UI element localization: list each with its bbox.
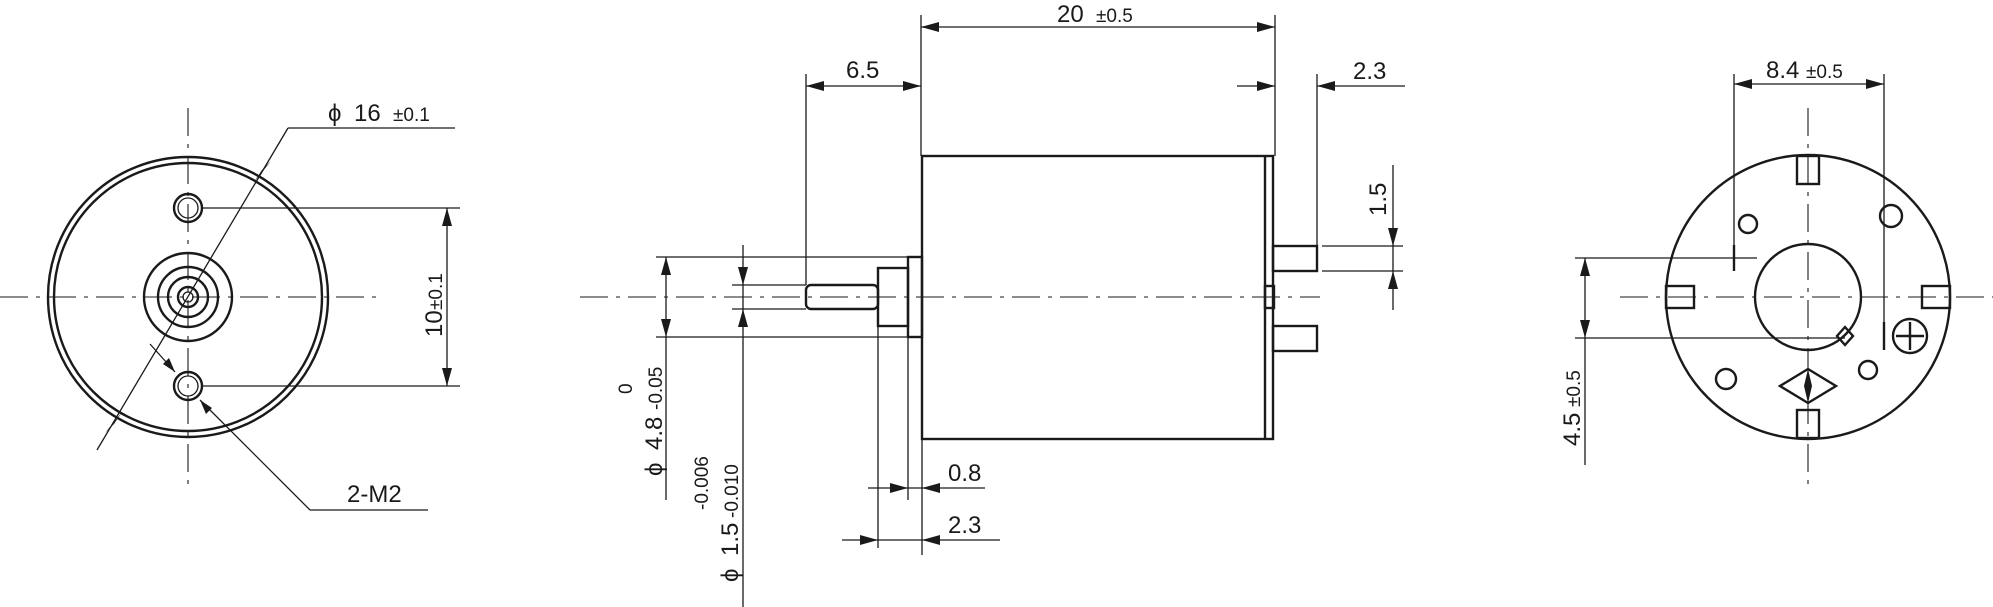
side-view: 20 ±0.5 6.5 2.3 1.5 0.8 2.3 bbox=[580, 1, 1405, 607]
hole-spacing-arrow-bottom bbox=[442, 368, 452, 386]
shaft-diameter-symbol: ϕ bbox=[717, 569, 744, 582]
mounting-hole-top-inner bbox=[177, 197, 199, 219]
boss-diameter-symbol: ϕ bbox=[641, 463, 668, 476]
motor-outer-circle bbox=[46, 155, 330, 439]
boss-tolerance-lower: -0.05 bbox=[646, 367, 667, 410]
flange-thickness-value: 0.8 bbox=[948, 460, 981, 487]
terminal-width-value: 1.5 bbox=[1365, 183, 1392, 216]
length-value: 20 bbox=[1057, 1, 1084, 28]
offset-value: 4.5 bbox=[1559, 413, 1586, 446]
mounting-hole-bottom-inner bbox=[177, 375, 199, 397]
front-view: ϕ 16 ±0.1 10 ±0.1 2-M2 bbox=[0, 100, 460, 511]
shaft-collar bbox=[166, 275, 210, 319]
bearing-boss-outer bbox=[142, 251, 234, 343]
front-diameter-tolerance: ±0.1 bbox=[393, 105, 430, 126]
vent-hole-upper-right bbox=[1878, 203, 1904, 229]
terminal-lower bbox=[1271, 324, 1319, 353]
length-arrow-right bbox=[1257, 22, 1275, 32]
shaft bbox=[804, 283, 880, 311]
diameter-arrow-top bbox=[254, 161, 271, 182]
terminal-spacing-tolerance: ±0.5 bbox=[1806, 62, 1843, 83]
shaft-diameter-arrow-top bbox=[738, 267, 748, 285]
tab-left bbox=[1664, 284, 1696, 310]
m2-arrow-upper bbox=[163, 358, 175, 372]
diameter-leader-line bbox=[96, 127, 289, 451]
shaft-length-arrow-left bbox=[806, 81, 824, 91]
shaft-diameter-arrow-bottom bbox=[738, 309, 748, 327]
alignment-notch bbox=[1835, 325, 1855, 347]
terminal-length-arrow-left bbox=[1257, 81, 1275, 91]
boss-diameter-arrow-top bbox=[661, 257, 671, 275]
tab-bottom bbox=[1795, 408, 1821, 440]
shaft-circle bbox=[176, 285, 200, 309]
boss-tolerance-upper: 0 bbox=[616, 383, 637, 394]
vent-hole-lower-right bbox=[1857, 359, 1879, 381]
shaft-center bbox=[182, 291, 194, 303]
tab-right bbox=[1920, 284, 1952, 310]
boss-diameter-value: 4.8 bbox=[641, 417, 668, 450]
shaft-tolerance-upper: -0.006 bbox=[692, 456, 713, 510]
vent-hole-lower-left bbox=[1714, 367, 1738, 391]
rear-view: 8.4 ±0.5 4.5 ±0.5 bbox=[1559, 57, 1993, 485]
terminal-width-arrow-top bbox=[1388, 228, 1398, 246]
shaft-diameter-value: 1.5 bbox=[717, 523, 744, 556]
shaft-tolerance-lower: -0.010 bbox=[722, 464, 743, 518]
shaft-length-arrow-right bbox=[903, 81, 921, 91]
m2-leader-line bbox=[199, 399, 311, 511]
flange-arrow-left bbox=[890, 483, 908, 493]
length-arrow-left bbox=[921, 22, 939, 32]
length-tolerance: ±0.5 bbox=[1096, 6, 1133, 27]
front-diameter-value: 16 bbox=[354, 100, 381, 127]
terminal-spacing-value: 8.4 bbox=[1766, 57, 1799, 84]
terminal-spacing-arrow-right bbox=[1866, 79, 1884, 89]
hole-spacing-tolerance: ±0.1 bbox=[426, 273, 447, 310]
mounting-holes-label: 2-M2 bbox=[347, 481, 402, 508]
boss-arrow-right bbox=[922, 535, 940, 545]
hole-spacing-value: 10 bbox=[421, 310, 448, 337]
positive-terminal-icon bbox=[1882, 317, 1929, 355]
tab-top bbox=[1795, 154, 1821, 186]
brand-logo-icon bbox=[1777, 367, 1839, 405]
motor-inner-circle bbox=[52, 161, 324, 433]
diameter-arrow-bottom bbox=[105, 412, 122, 433]
rear-bearing-circle bbox=[1753, 242, 1863, 352]
offset-arrow-top bbox=[1580, 258, 1590, 276]
flange-arrow-right bbox=[922, 483, 940, 493]
offset-tolerance: ±0.5 bbox=[1564, 370, 1585, 407]
boss-arrow-left bbox=[860, 535, 878, 545]
terminal-length-value: 2.3 bbox=[1353, 58, 1386, 85]
shaft-length-value: 6.5 bbox=[846, 57, 879, 84]
terminal-spacing-arrow-left bbox=[1734, 79, 1752, 89]
boss-diameter-arrow-bottom bbox=[661, 319, 671, 337]
terminal-length-arrow-right bbox=[1317, 81, 1335, 91]
terminal-upper bbox=[1271, 244, 1319, 273]
bearing-boss-inner bbox=[156, 265, 220, 329]
hole-spacing-arrow-top bbox=[442, 208, 452, 226]
terminal-width-arrow-bottom bbox=[1388, 271, 1398, 289]
rear-bearing bbox=[1263, 284, 1276, 310]
m2-arrow-lower bbox=[200, 400, 212, 414]
boss-length-value: 2.3 bbox=[948, 512, 981, 539]
front-diameter-symbol: ϕ bbox=[328, 100, 341, 127]
offset-arrow-bottom bbox=[1580, 320, 1590, 338]
vent-hole-upper-left bbox=[1737, 213, 1759, 235]
